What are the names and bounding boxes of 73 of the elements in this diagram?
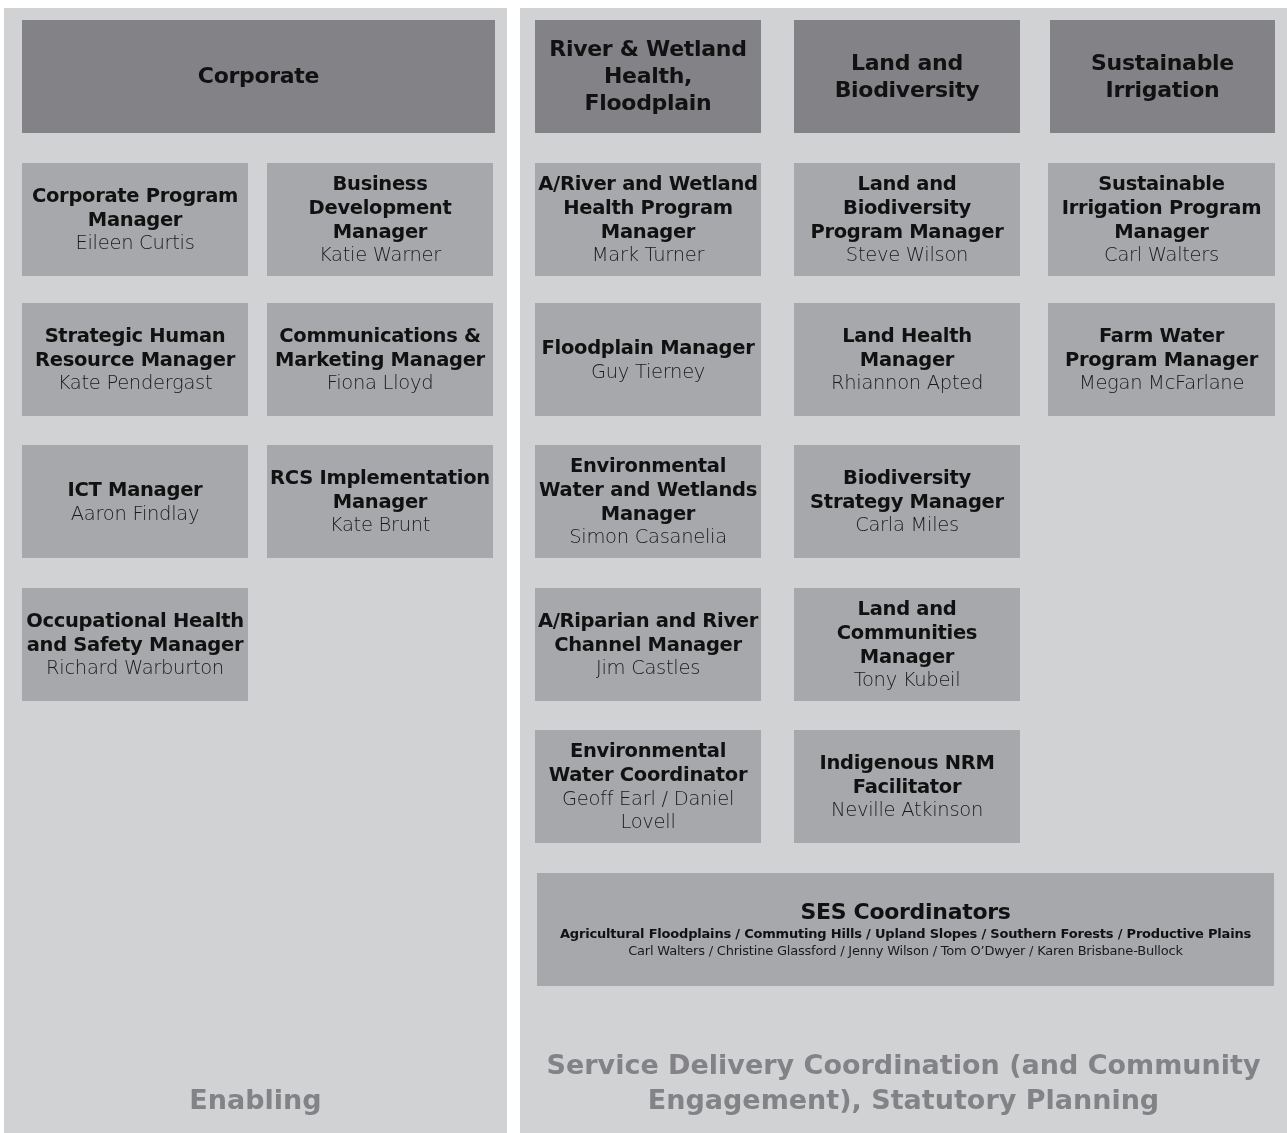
staff-name: Eileen Curtis (75, 231, 195, 256)
staff-name: Guy Tierney (590, 359, 706, 384)
program-header-box (535, 20, 761, 133)
program-header-box (22, 20, 495, 133)
role-title: Land and Biodiversity Program Manager (809, 171, 1005, 244)
staff-name: Katie Warner (318, 243, 442, 268)
role-title: Indigenous NRM Facilitator (818, 750, 996, 799)
role-title: Land and Communities Manager (835, 596, 979, 669)
role-box (794, 730, 1020, 843)
division-panel (520, 8, 1287, 1133)
role-box (535, 588, 761, 701)
division-title: Enabling (188, 1082, 323, 1117)
program-title: Land and Biodiversity (833, 49, 981, 104)
role-box (1048, 303, 1275, 416)
role-title: Strategic Human Resource Manager (34, 323, 237, 372)
role-title: Communications & Marketing Manager (274, 323, 486, 372)
role-box (535, 163, 761, 276)
role-box (22, 445, 248, 558)
role-box (794, 588, 1020, 701)
role-box (794, 303, 1020, 416)
program-title: River & Wetland Health, Floodplain (548, 36, 748, 117)
role-box (535, 730, 761, 843)
role-title: A/River and Wetland Health Program Manager (537, 171, 759, 244)
role-title: Biodiversity Strategy Manager (809, 465, 1005, 514)
role-box (535, 303, 761, 416)
role-title: Occupational Health and Safety Manager (25, 608, 245, 657)
staff-name: Fiona Lloyd (326, 371, 434, 396)
role-box (267, 163, 493, 276)
staff-name: Carla Miles (855, 513, 959, 538)
role-box (1048, 163, 1275, 276)
program-title: Sustainable Irrigation (1090, 49, 1235, 104)
role-box (794, 445, 1020, 558)
division-panel (4, 8, 507, 1133)
role-title: RCS Implementation Manager (269, 465, 491, 514)
staff-name: Geoff Earl / Daniel Lovell (560, 786, 736, 835)
staff-name: Megan McFarlane (1078, 371, 1245, 396)
role-title: Environmental Water Coordinator (547, 738, 749, 787)
staff-name: Neville Atkinson (831, 798, 983, 823)
division-title: Service Delivery Coordination (and Community Engagement), Statutory Planning (545, 1047, 1262, 1117)
staff-name: Richard Warburton (46, 656, 224, 681)
staff-name: Steve Wilson (845, 243, 969, 268)
role-box (267, 445, 493, 558)
role-title: Floodplain Manager (541, 335, 755, 360)
area-list: Agricultural Floodplains / Commuting Hills / Upland Slopes / Southern Forests / Productive Plains (560, 926, 1251, 943)
staff-name: Kate Pendergast (57, 371, 213, 396)
staff-name: Rhiannon Apted (831, 371, 983, 396)
staff-name: Aaron Findlay (70, 501, 200, 526)
role-title: Farm Water Program Manager (1063, 323, 1260, 372)
role-title: SES Coordinators (800, 899, 1011, 926)
role-box (794, 163, 1020, 276)
staff-name: Simon Casanelia (569, 525, 727, 550)
role-box (535, 445, 761, 558)
role-title: Business Development Manager (307, 171, 453, 244)
staff-name: Jim Castles (596, 656, 700, 681)
role-title: Land Health Manager (841, 323, 973, 372)
staff-name: Kate Brunt (329, 513, 431, 538)
role-title: ICT Manager (67, 477, 203, 502)
program-title: Corporate (197, 63, 320, 90)
staff-name: Mark Turner (591, 243, 705, 268)
staff-name: Tony Kubeil (853, 668, 961, 693)
staff-name: Carl Walters (1104, 243, 1219, 268)
role-title: Sustainable Irrigation Program Manager (1060, 171, 1263, 244)
role-title: A/Riparian and River Channel Manager (537, 608, 759, 657)
staff-names: Carl Walters / Christine Glassford / Jenny Wilson / Tom O’Dwyer / Karen Brisbane-Bullock (628, 942, 1183, 960)
role-box (22, 588, 248, 701)
role-title: Environmental Water and Wetlands Manager (538, 453, 758, 526)
role-box (537, 873, 1274, 986)
program-header-box (1050, 20, 1275, 133)
program-header-box (794, 20, 1020, 133)
role-box (22, 163, 248, 276)
role-title: Corporate Program Manager (30, 183, 240, 232)
role-box (267, 303, 493, 416)
role-box (22, 303, 248, 416)
